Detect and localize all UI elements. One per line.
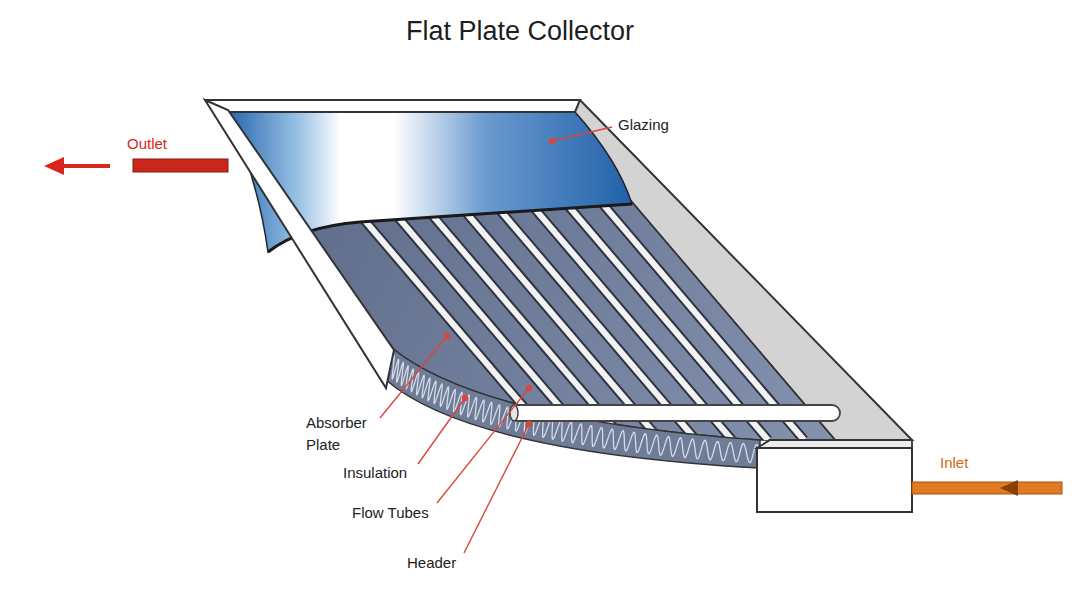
leader-dot [550,139,555,144]
flow-arrow [60,164,110,168]
leader-dot [463,396,468,401]
diagram-title: Flat Plate Collector [320,12,720,51]
glazing-edge [268,204,632,252]
leader-line [552,127,612,141]
leader-dot [445,334,450,339]
port-label: Outlet [127,133,167,155]
part-label: Header [407,552,456,574]
leader-line [380,336,447,418]
frame-block [757,448,912,512]
leader-line [437,388,529,503]
part-label: Absorber Plate [306,412,386,456]
frame-rim [205,100,580,112]
arrow-head [44,157,64,175]
leader-lines [380,127,612,553]
outlet-pipe [133,159,228,172]
part-label: Flow Tubes [352,502,429,524]
arrow-head [1000,480,1018,496]
part-label: Insulation [343,462,407,484]
leader-line [464,424,529,553]
header-pipe [510,405,840,421]
port-label: Inlet [940,452,968,474]
leader-dot [527,386,532,391]
inlet-pipe [912,482,1062,494]
part-label: Glazing [618,114,669,136]
frame-wall [205,100,394,388]
leader-line [418,398,465,464]
leader-dot [527,422,532,427]
frame-edge [757,440,912,448]
